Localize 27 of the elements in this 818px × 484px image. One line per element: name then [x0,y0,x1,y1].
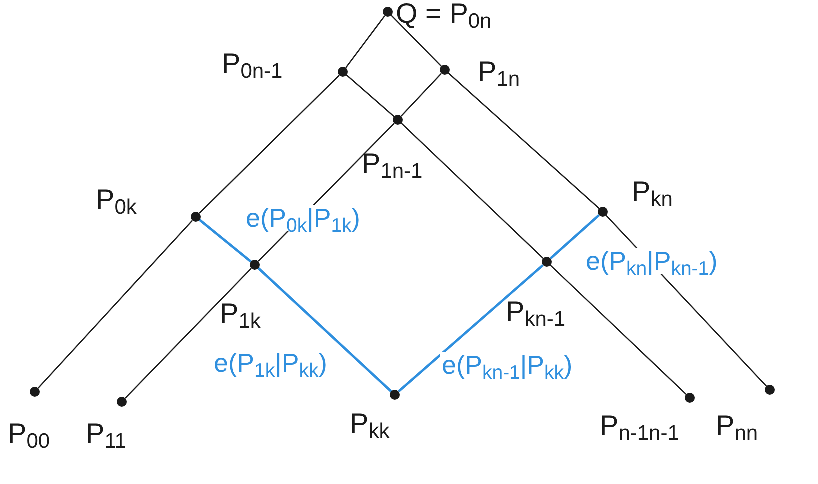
point-label: P$_{kn-1}$ [506,298,566,326]
lattice-line [125,268,252,399]
point-label: P$_{0n-1}$ [222,50,283,78]
point-label: P$_{1k}$ [220,300,261,328]
point-label: P$_{1n}$ [478,58,520,86]
point-label: P$_{0k}$ [96,186,137,214]
highlighted-line [258,267,392,393]
lattice-line [401,122,544,260]
highlighted-line [398,264,544,393]
lattice-line [199,75,340,214]
highlighted-line [550,214,600,260]
lattice-line [550,264,687,396]
point-label: Q = P$_{0n}$ [396,0,492,28]
lattice-line [345,16,386,68]
lattice-line [400,73,442,117]
lattice-line [391,15,442,67]
highlighted-line [199,219,252,263]
point-label: P$_{nn}$ [716,412,758,440]
point-label: P$_{11}$ [86,420,126,448]
lattice-line [38,220,194,389]
lattice-line [346,74,395,118]
point-label: P$_{1n-1}$ [362,150,423,178]
point-label: P$_{kn}$ [632,178,673,206]
point-label: P$_{n-1n-1}$ [600,412,680,440]
point-label: P$_{kk}$ [350,410,390,438]
lattice-line [448,72,600,210]
point-label: P$_{00}$ [8,420,50,448]
